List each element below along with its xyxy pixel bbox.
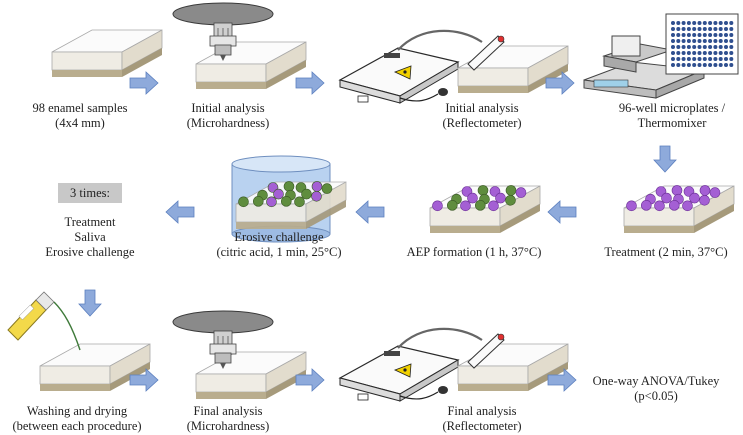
aep-block-icon xyxy=(429,185,541,234)
label-samples: 98 enamel samples(4x4 mm) xyxy=(32,101,128,130)
arrow-left-icon xyxy=(165,200,195,224)
washing-block-icon xyxy=(7,291,151,392)
arrow-left-icon xyxy=(355,200,385,224)
enamel-block-icon xyxy=(195,41,307,90)
label-treatment: Treatment (2 min, 37°C) xyxy=(604,245,728,259)
enamel-block-icon xyxy=(195,351,307,400)
label-stats: One-way ANOVA/Tukey(p<0.05) xyxy=(592,374,720,403)
treatment-block-icon xyxy=(623,185,735,234)
enamel-block-icon xyxy=(51,29,163,78)
arrow-down-icon xyxy=(653,145,677,173)
label-initial-microhardness: Initial analysis(Microhardness) xyxy=(186,101,270,130)
arrow-down-icon xyxy=(78,289,102,317)
arrow-right-icon xyxy=(295,71,325,95)
label-final-reflectometer: Final analysis(Reflectometer) xyxy=(442,404,522,433)
label-washing: Washing and drying(between each procedur… xyxy=(12,404,142,433)
label-initial-reflectometer: Initial analysis(Reflectometer) xyxy=(442,101,522,130)
label-microplates: 96-well microplates /Thermomixer xyxy=(618,101,726,130)
label-final-microhardness: Final analysis(Microhardness) xyxy=(186,404,270,433)
arrow-right-icon xyxy=(129,71,159,95)
microplate-icon xyxy=(665,13,739,75)
repeat-title-box: 3 times: xyxy=(58,183,122,203)
beaker-icon xyxy=(231,155,347,243)
arrow-left-icon xyxy=(547,200,577,224)
dropper-bottle-icon xyxy=(7,291,81,351)
label-aep: AEP formation (1 h, 37°C) xyxy=(406,245,542,259)
label-erosive: Erosive challenge(citric acid, 1 min, 25… xyxy=(216,230,342,259)
